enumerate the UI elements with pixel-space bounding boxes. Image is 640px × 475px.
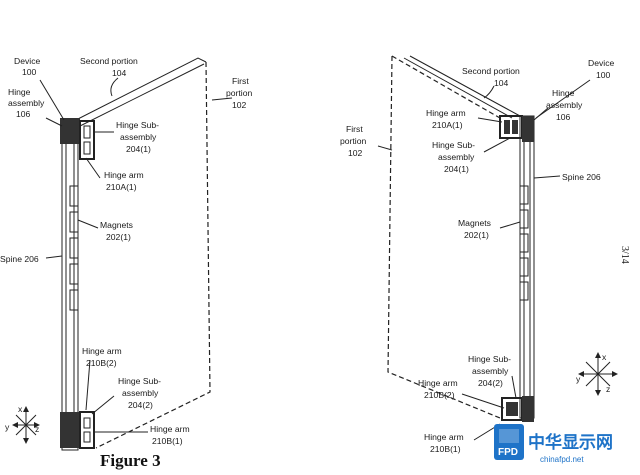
left-axis-label-y: y bbox=[5, 422, 10, 432]
watermark-badge bbox=[494, 424, 524, 460]
left-top-hinge-subassembly bbox=[60, 118, 95, 160]
left-axis-label-z: z bbox=[35, 424, 39, 434]
right-axis-label-z: z bbox=[606, 384, 610, 394]
label-left-second-portion: Second portion 104 bbox=[80, 56, 140, 78]
right-magnet bbox=[519, 185, 529, 205]
leader-left-first-portion bbox=[211, 97, 233, 101]
left-axis-label-x: x bbox=[18, 404, 23, 414]
right-axis-label-y: y bbox=[576, 374, 581, 384]
figure-title: Figure 3 bbox=[100, 451, 161, 470]
left-magnets bbox=[69, 185, 79, 311]
left-axis-compass: x y z bbox=[5, 404, 40, 444]
label-left-hinge-sub-top: Hinge Sub- assembly 204(1) bbox=[116, 120, 161, 154]
left-second-portion-inner-edge bbox=[79, 63, 205, 127]
leader-right-hinge-arm-210b2 bbox=[461, 393, 505, 409]
label-left-first-portion: First portion 102 bbox=[226, 76, 255, 110]
left-spine bbox=[61, 119, 79, 451]
right-top-hinge-arm bbox=[499, 115, 523, 139]
left-top-hinge-slot bbox=[83, 141, 91, 155]
right-bottom-hinge-subassembly bbox=[501, 396, 534, 422]
label-right-spine: Spine 206 bbox=[562, 172, 601, 182]
right-second-portion-top-edge bbox=[391, 55, 501, 119]
right-bottom-hinge-block bbox=[522, 396, 534, 422]
left-magnet bbox=[69, 237, 79, 259]
left-magnet bbox=[69, 211, 79, 233]
leader-right-hinge-assembly bbox=[533, 107, 549, 121]
label-left-hinge-arm-210b1: Hinge arm 210B(1) bbox=[150, 424, 192, 446]
leader-right-second-portion bbox=[483, 85, 495, 99]
right-magnets bbox=[519, 185, 529, 301]
right-top-hinge-slot bbox=[504, 120, 510, 134]
leader-left-second-portion bbox=[110, 77, 119, 97]
label-right-second-portion: Second portion 104 bbox=[462, 66, 522, 88]
leader-left-hinge-assembly bbox=[45, 117, 63, 127]
label-left-hinge-arm-210b2: Hinge arm 210B(2) bbox=[82, 346, 124, 368]
label-left-magnets: Magnets 202(1) bbox=[100, 220, 135, 242]
right-spine bbox=[519, 115, 535, 419]
right-second-portion-outer-edge bbox=[409, 55, 521, 117]
left-first-portion-outline bbox=[95, 61, 211, 449]
label-right-magnets: Magnets 202(1) bbox=[458, 218, 493, 240]
right-first-portion-outline bbox=[387, 55, 501, 419]
left-magnet bbox=[69, 263, 79, 285]
leader-left-hinge-sub-bottom bbox=[91, 395, 115, 415]
right-axis-label-x: x bbox=[602, 352, 607, 362]
leader-left-spine bbox=[45, 255, 63, 259]
label-right-hinge-sub-top: Hinge Sub- assembly 204(1) bbox=[432, 140, 477, 174]
leader-right-first-portion bbox=[377, 145, 393, 151]
page-number: 3/14 bbox=[619, 246, 630, 264]
left-bottom-hinge-slot bbox=[83, 431, 91, 443]
watermark-badge-text: FPD bbox=[498, 447, 518, 458]
right-magnet bbox=[519, 281, 529, 301]
left-bottom-hinge-block bbox=[60, 412, 80, 448]
right-top-hinge-block bbox=[522, 116, 534, 142]
label-right-hinge-arm-210b2: Hinge arm 210B(2) bbox=[418, 378, 460, 400]
right-axis-compass: x y z bbox=[576, 352, 618, 396]
label-left-spine: Spine 206 bbox=[0, 254, 39, 264]
leader-right-hinge-sub-top bbox=[483, 137, 511, 153]
leader-right-hinge-sub-bottom bbox=[511, 375, 517, 399]
leader-right-spine bbox=[533, 175, 561, 179]
label-right-hinge-sub-bottom: Hinge Sub- assembly 204(2) bbox=[468, 354, 513, 388]
label-left-hinge-arm-top: Hinge arm 210A(1) bbox=[104, 170, 146, 192]
right-second-portion-inner-edge bbox=[403, 57, 513, 119]
left-bottom-hinge-slot bbox=[83, 417, 91, 429]
label-left-device: Device 100 bbox=[14, 56, 43, 77]
leader-right-magnets bbox=[499, 221, 521, 229]
left-bottom-hinge-arm bbox=[79, 411, 95, 449]
left-second-portion-top-edge bbox=[71, 57, 207, 123]
left-top-hinge-arm bbox=[79, 120, 95, 160]
left-device-drawing bbox=[39, 57, 233, 451]
left-bottom-hinge-subassembly bbox=[60, 411, 95, 449]
left-top-hinge-block bbox=[60, 118, 80, 144]
right-bottom-hinge-slot bbox=[506, 402, 518, 416]
left-top-hinge-slot bbox=[83, 125, 91, 139]
right-top-hinge-subassembly bbox=[499, 115, 534, 142]
right-magnet bbox=[519, 233, 529, 253]
right-top-hinge-slot bbox=[512, 120, 518, 134]
watermark-name: 中华显示网 bbox=[528, 432, 613, 453]
label-left-hinge-assembly: Hinge assembly 106 bbox=[8, 87, 47, 119]
leader-left-hinge-arm-top bbox=[85, 157, 101, 179]
right-magnet bbox=[519, 209, 529, 229]
watermark: FPD 中华显示网 chinafpd.net bbox=[494, 424, 613, 464]
leader-left-hinge-arm-210b2 bbox=[85, 359, 91, 411]
label-right-device: Device 100 bbox=[588, 58, 617, 80]
label-right-hinge-assembly: Hinge assembly 106 bbox=[546, 88, 585, 122]
leader-left-device bbox=[39, 79, 65, 121]
right-magnet bbox=[519, 257, 529, 277]
right-device-drawing bbox=[377, 55, 591, 441]
label-left-hinge-sub-bottom: Hinge Sub- assembly 204(2) bbox=[118, 376, 163, 410]
leader-right-hinge-arm-top bbox=[477, 117, 503, 123]
label-right-hinge-arm-210b1: Hinge arm 210B(1) bbox=[424, 432, 466, 454]
left-magnet bbox=[69, 289, 79, 311]
leader-right-device bbox=[535, 79, 591, 119]
left-magnet bbox=[69, 185, 79, 207]
watermark-url: chinafpd.net bbox=[540, 455, 584, 464]
leader-left-magnets bbox=[77, 219, 99, 229]
label-right-hinge-arm-top: Hinge arm 210A(1) bbox=[426, 108, 468, 130]
label-right-first-portion: First portion 102 bbox=[340, 124, 369, 158]
